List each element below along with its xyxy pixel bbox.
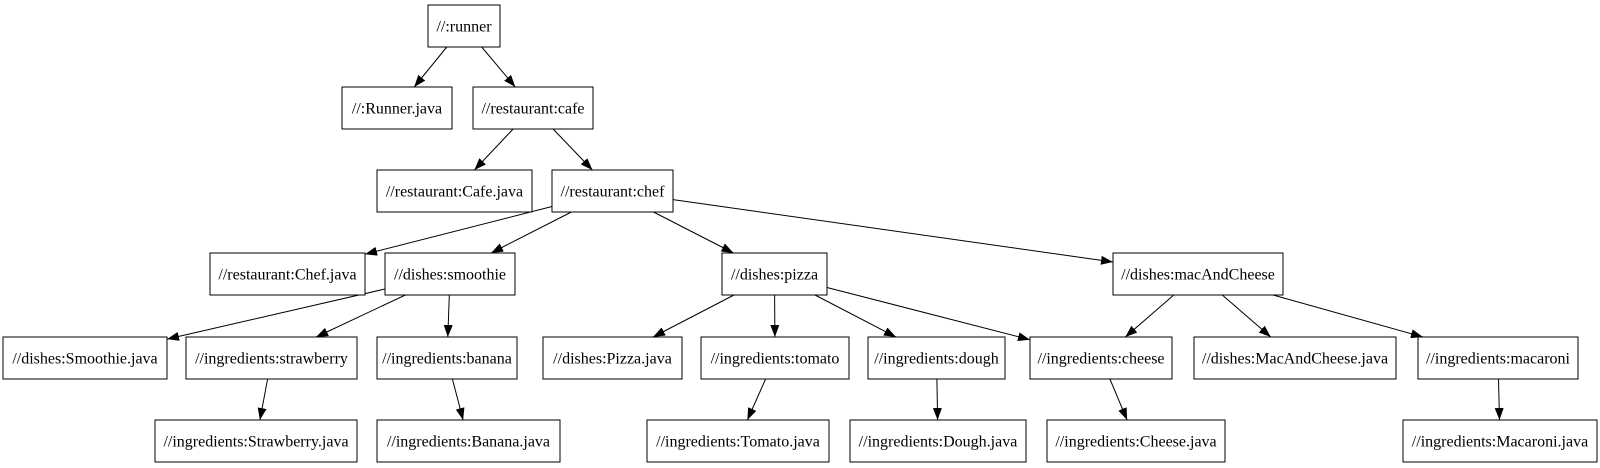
node-label: //dishes:macAndCheese xyxy=(1121,267,1275,284)
graph-edge-dough-to-dough-java xyxy=(932,378,942,421)
graph-node-chef: //restaurant:chef xyxy=(551,169,674,213)
node-box xyxy=(472,86,594,130)
node-label: //ingredients:banana xyxy=(382,351,512,368)
node-box xyxy=(427,4,501,48)
graph-node-mac-and-cheese-java: //dishes:MacAndCheese.java xyxy=(1193,336,1397,380)
node-label: //dishes:Pizza.java xyxy=(553,351,672,368)
node-box xyxy=(376,169,533,213)
node-box xyxy=(721,252,828,296)
node-label: //ingredients:dough xyxy=(874,351,998,368)
graph-edge-strawberry-to-strawberry-java xyxy=(257,378,269,421)
node-box xyxy=(551,169,674,213)
graph-edge-smoothie-to-smoothie-java xyxy=(166,288,386,341)
node-box xyxy=(1417,336,1579,380)
graph-node-macaroni: //ingredients:macaroni xyxy=(1417,336,1579,380)
graph-edge-chef-to-smoothie xyxy=(490,211,572,254)
node-box xyxy=(154,419,358,463)
graph-edge-smoothie-to-banana xyxy=(443,294,453,338)
node-box xyxy=(1046,419,1226,463)
graph-node-chef-java: //restaurant:Chef.java xyxy=(209,252,366,296)
graph-edge-mac-and-cheese-to-cheese xyxy=(1124,294,1175,338)
node-box xyxy=(2,336,168,380)
node-label: //ingredients:Cheese.java xyxy=(1055,434,1216,451)
node-label: //:Runner.java xyxy=(352,101,442,118)
node-label: //restaurant:chef xyxy=(561,184,666,201)
node-label: //dishes:smoothie xyxy=(394,267,506,284)
node-label: //dishes:pizza xyxy=(731,267,818,284)
graph-edge-chef-to-pizza xyxy=(653,211,734,254)
graph-node-macaroni-java: //ingredients:Macaroni.java xyxy=(1402,419,1598,463)
node-box xyxy=(542,336,683,380)
node-box xyxy=(341,86,453,130)
node-box xyxy=(1029,336,1173,380)
node-label: //restaurant:Chef.java xyxy=(218,267,356,284)
node-label: //restaurant:Cafe.java xyxy=(386,184,523,201)
graph-edge-tomato-to-tomato-java xyxy=(746,378,767,421)
graph-node-cafe-java: //restaurant:Cafe.java xyxy=(376,169,533,213)
graph-node-tomato: //ingredients:tomato xyxy=(700,336,850,380)
node-label: //:runner xyxy=(436,19,492,36)
node-label: //dishes:Smoothie.java xyxy=(12,351,157,368)
graph-node-cafe: //restaurant:cafe xyxy=(472,86,594,130)
graph-node-cheese-java: //ingredients:Cheese.java xyxy=(1046,419,1226,463)
graph-edge-cafe-to-cafe-java xyxy=(474,128,514,171)
node-label: //dishes:MacAndCheese.java xyxy=(1202,351,1388,368)
graph-edge-cafe-to-chef xyxy=(552,128,593,171)
graph-edge-mac-and-cheese-to-macaroni xyxy=(1272,294,1424,339)
node-label: //ingredients:macaroni xyxy=(1426,351,1571,368)
graph-node-runner-java: //:Runner.java xyxy=(341,86,453,130)
node-label: //ingredients:Tomato.java xyxy=(656,434,820,451)
graph-node-banana: //ingredients:banana xyxy=(376,336,518,380)
graph-node-tomato-java: //ingredients:Tomato.java xyxy=(646,419,830,463)
node-box xyxy=(849,419,1027,463)
graph-node-dough-java: //ingredients:Dough.java xyxy=(849,419,1027,463)
graph-edge-pizza-to-pizza-java xyxy=(652,294,735,338)
node-box xyxy=(1193,336,1397,380)
graph-edge-runner-to-cafe xyxy=(481,46,516,88)
graph-node-pizza-java: //dishes:Pizza.java xyxy=(542,336,683,380)
node-box xyxy=(376,336,518,380)
node-box xyxy=(867,336,1006,380)
graph-node-banana-java: //ingredients:Banana.java xyxy=(376,419,561,463)
node-label: //ingredients:tomato xyxy=(711,351,840,368)
node-label: //ingredients:cheese xyxy=(1037,351,1164,368)
graph-node-dough: //ingredients:dough xyxy=(867,336,1006,380)
graph-edge-cheese-to-cheese-java xyxy=(1109,378,1128,421)
graph-node-strawberry-java: //ingredients:Strawberry.java xyxy=(154,419,358,463)
graph-edge-mac-and-cheese-to-mac-and-cheese-java xyxy=(1221,294,1272,338)
node-box xyxy=(376,419,561,463)
graph-node-mac-and-cheese: //dishes:macAndCheese xyxy=(1112,252,1284,296)
graph-edge-macaroni-to-macaroni-java xyxy=(1494,378,1504,421)
node-label: //ingredients:Macaroni.java xyxy=(1412,434,1588,451)
graph-edge-runner-to-runner-java xyxy=(413,46,448,88)
graph-node-runner: //:runner xyxy=(427,4,501,48)
graph-edge-pizza-to-cheese xyxy=(826,287,1031,342)
graph-node-cheese: //ingredients:cheese xyxy=(1029,336,1173,380)
graph-edge-smoothie-to-strawberry xyxy=(315,294,406,338)
node-label: //ingredients:Banana.java xyxy=(387,434,550,451)
graph-edge-pizza-to-dough xyxy=(814,294,897,338)
node-box xyxy=(185,336,358,380)
node-label: //restaurant:cafe xyxy=(481,101,584,118)
graph-node-pizza: //dishes:pizza xyxy=(721,252,828,296)
graph-node-smoothie: //dishes:smoothie xyxy=(384,252,516,296)
node-box xyxy=(384,252,516,296)
node-label: //ingredients:Dough.java xyxy=(859,434,1018,451)
node-label: //ingredients:Strawberry.java xyxy=(163,434,348,451)
node-box xyxy=(646,419,830,463)
graph-node-strawberry: //ingredients:strawberry xyxy=(185,336,358,380)
graph-edge-chef-to-chef-java xyxy=(364,206,553,256)
node-box xyxy=(209,252,366,296)
node-box xyxy=(700,336,850,380)
node-box xyxy=(1112,252,1284,296)
node-box xyxy=(1402,419,1598,463)
graph-edge-banana-to-banana-java xyxy=(451,378,465,421)
graph-node-smoothie-java: //dishes:Smoothie.java xyxy=(2,336,168,380)
node-label: //ingredients:strawberry xyxy=(195,351,348,368)
graph-edge-chef-to-mac-and-cheese xyxy=(672,199,1114,265)
